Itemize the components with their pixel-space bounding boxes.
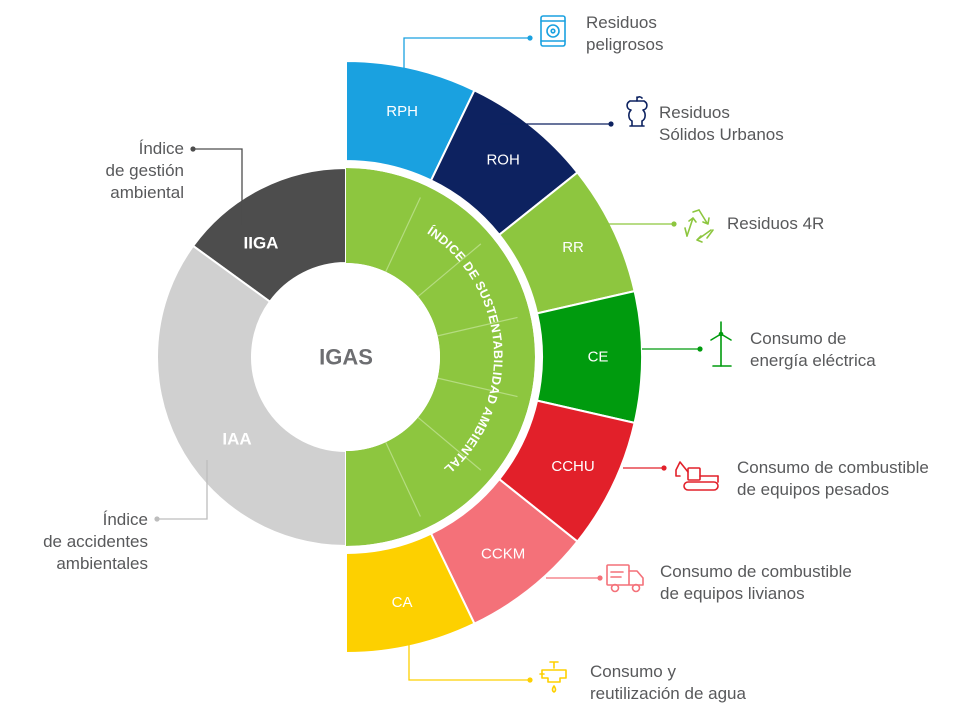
ca-description: Consumo y reutilización de agua xyxy=(590,662,746,703)
excavator-icon xyxy=(675,461,719,491)
iaa-leader-line xyxy=(157,460,208,520)
ce-segment-label: CE xyxy=(588,349,609,366)
iaa-description: Índice de accidentes ambientales xyxy=(43,510,148,573)
roh-leader-line-dot xyxy=(608,121,614,127)
rr-segment-label: RR xyxy=(562,239,584,256)
rph-leader-line-dot xyxy=(527,35,533,41)
ca-segment-label: CA xyxy=(392,594,413,611)
cckm-description: Consumo de combustible de equipos livian… xyxy=(660,562,852,603)
ce-description: Consumo de energía eléctrica xyxy=(750,329,876,370)
ca-leader-line-dot xyxy=(527,677,533,683)
cchu-leader-line-dot xyxy=(661,465,667,471)
truck-icon xyxy=(606,564,644,593)
center-disc xyxy=(252,263,440,451)
index-ring-divider xyxy=(437,377,518,398)
iaa-leader-line-dot xyxy=(154,516,160,522)
roh-description: Residuos Sólidos Urbanos xyxy=(659,103,784,144)
index-ring-divider xyxy=(417,243,482,298)
igas-center-label: IGAS xyxy=(319,345,373,370)
iiga-segment-label: IIGA xyxy=(244,234,279,253)
iiga-leader-line-dot xyxy=(190,146,196,152)
hazardous-barrel-icon xyxy=(540,15,566,47)
iaa-segment-label: IAA xyxy=(222,430,251,449)
ce-leader-line-dot xyxy=(697,346,703,352)
ca-segment xyxy=(345,532,476,655)
index-ring-divider xyxy=(437,316,518,337)
rr-leader-line-dot xyxy=(671,221,677,227)
cchu-segment-label: CCHU xyxy=(551,458,594,475)
wind-turbine-icon xyxy=(710,321,732,367)
water-tap-icon xyxy=(539,661,567,693)
apple-core-icon xyxy=(626,96,648,127)
ca-leader-line xyxy=(408,634,530,681)
cckm-leader-line-dot xyxy=(597,575,603,581)
index-ring-divider xyxy=(417,416,482,471)
iiga-leader-line xyxy=(193,148,243,225)
sustainability-index-ring xyxy=(346,168,535,546)
rr-description: Residuos 4R xyxy=(727,214,825,233)
rph-segment-label: RPH xyxy=(386,103,418,120)
index-ring-divider xyxy=(385,197,421,273)
recycle-icon xyxy=(684,209,714,243)
cchu-description: Consumo de combustible de equipos pesado… xyxy=(737,458,929,499)
rph-description: Residuos peligrosos xyxy=(586,13,664,54)
index-ring-divider xyxy=(385,441,421,517)
rph-leader-line xyxy=(403,37,530,90)
iiga-description: Índice de gestión ambiental xyxy=(105,139,184,202)
roh-segment-label: ROH xyxy=(486,151,519,168)
cckm-segment-label: CCKM xyxy=(481,546,525,563)
